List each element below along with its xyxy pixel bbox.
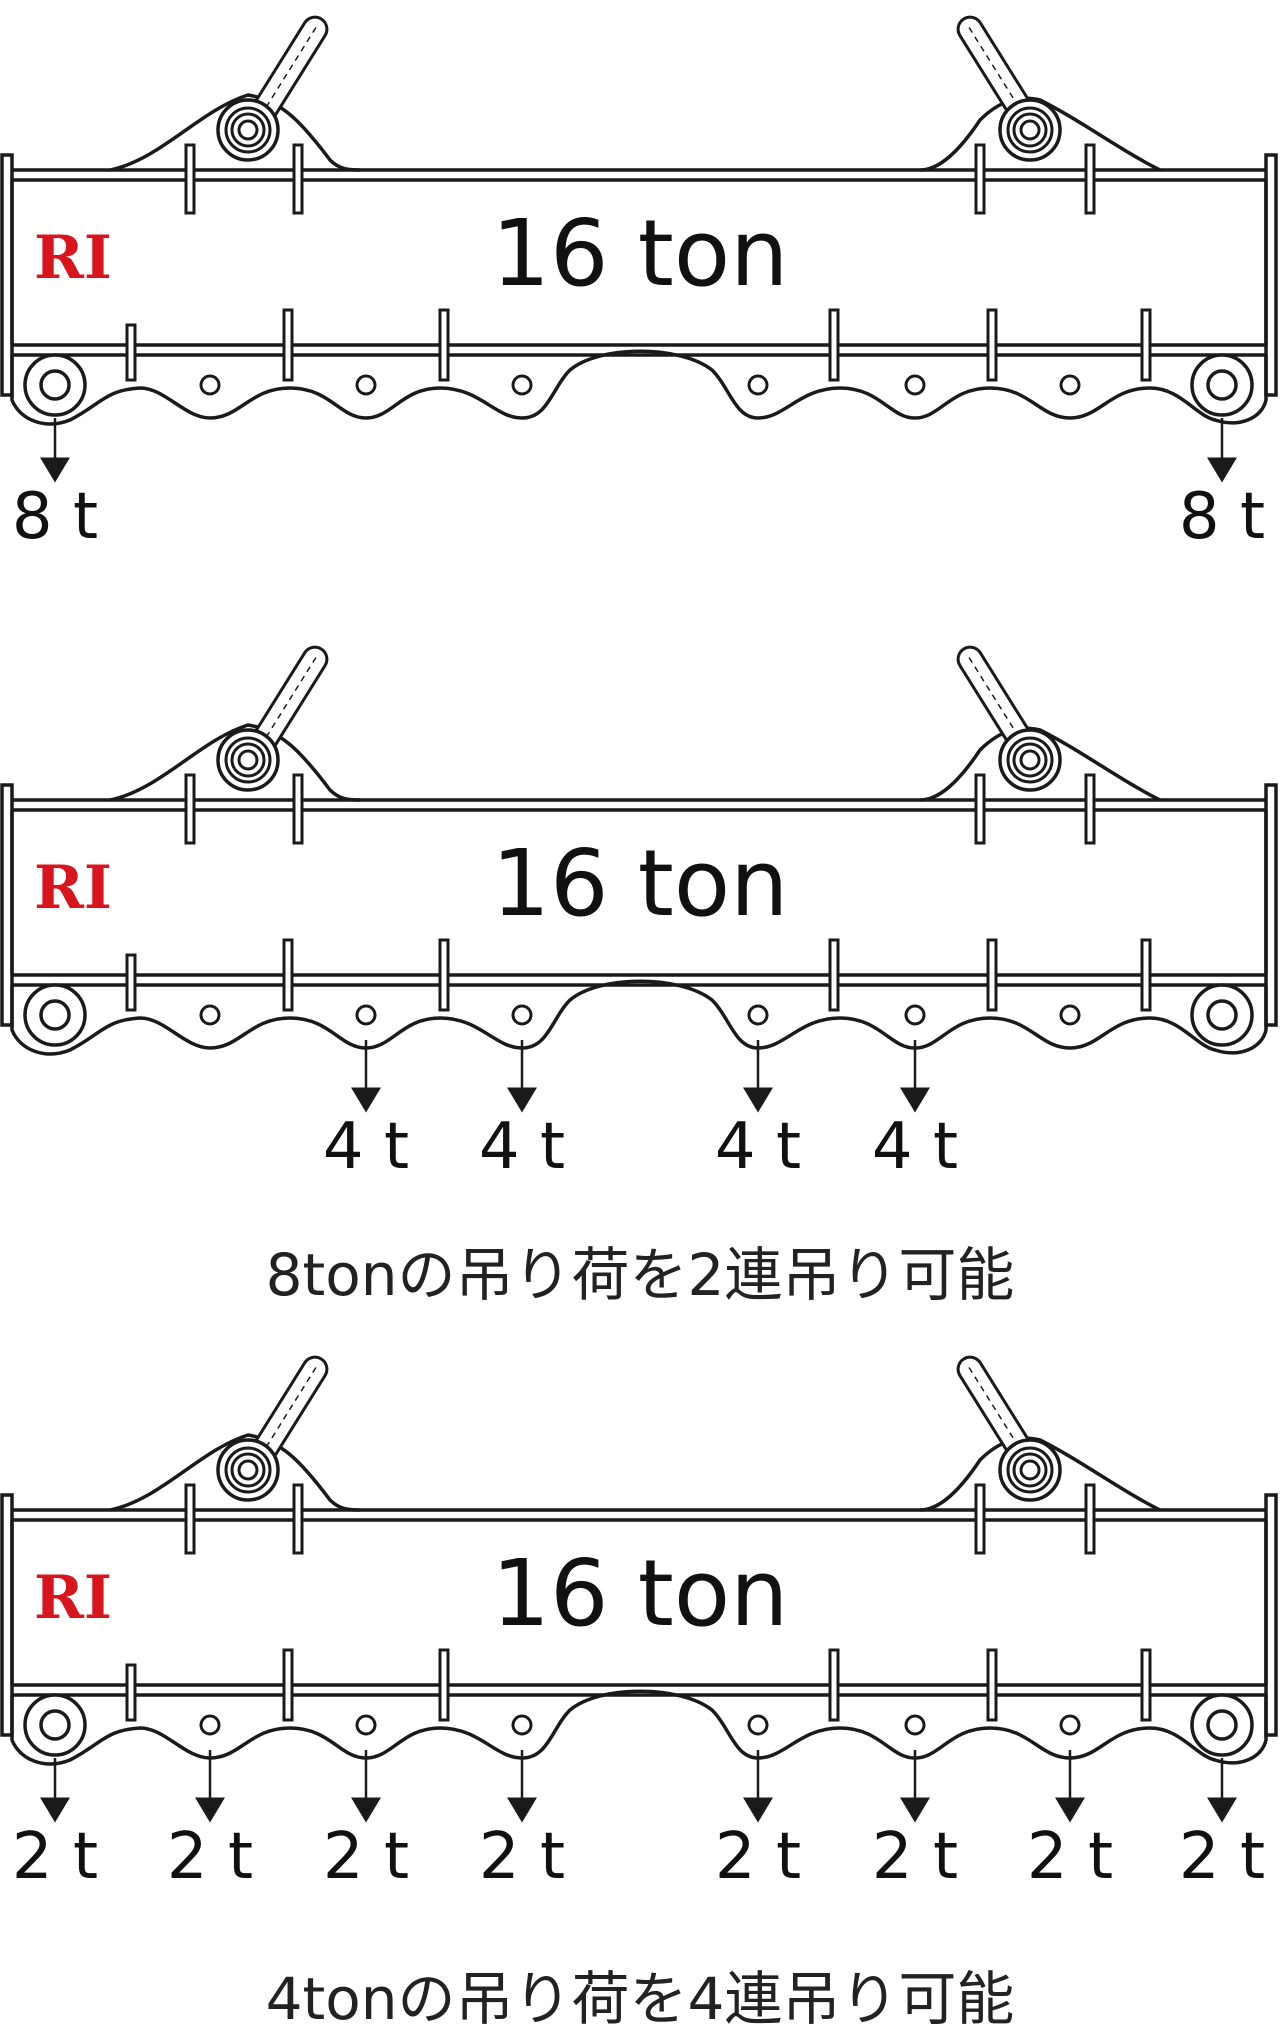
load-markers: 4 t 4 t 4 t 4 t	[323, 1040, 958, 1184]
beam-logo: RI	[34, 223, 112, 293]
load-label: 2 t	[12, 1820, 98, 1894]
load-label: 4 t	[715, 1110, 801, 1184]
beam-capacity-label: 16 ton	[492, 1540, 789, 1647]
caption-four-point-lift: 4tonの吊り荷を4連吊り可能	[265, 1965, 1015, 2033]
load-label: 8 t	[12, 480, 98, 554]
beam-capacity-label: 16 ton	[492, 200, 789, 307]
load-label: 8 t	[1179, 480, 1265, 554]
load-label: 2 t	[167, 1820, 253, 1894]
beam-diagram-2: RI 16 ton 4 t 4 t 4 t 4 t	[0, 640, 1278, 1184]
beam-capacity-label: 16 ton	[492, 830, 789, 937]
load-label: 2 t	[1027, 1820, 1113, 1894]
load-label: 2 t	[323, 1820, 409, 1894]
load-markers: 8 t 8 t	[12, 418, 1265, 554]
load-label: 2 t	[1179, 1820, 1265, 1894]
beam-diagram-3: RI 16 ton 2 t 2 t 2 t 2 t 2 t 2 t 2 t 2 t	[0, 1350, 1278, 1894]
load-label: 4 t	[323, 1110, 409, 1184]
beam-diagram-1: RI 16 ton 8 t 8 t	[0, 10, 1278, 554]
caption-two-point-lift: 8tonの吊り荷を2連吊り可能	[265, 1241, 1015, 1309]
load-label: 2 t	[872, 1820, 958, 1894]
beam-logo: RI	[34, 853, 112, 923]
load-label: 4 t	[872, 1110, 958, 1184]
load-label: 4 t	[479, 1110, 565, 1184]
load-label: 2 t	[715, 1820, 801, 1894]
load-label: 2 t	[479, 1820, 565, 1894]
beam-logo: RI	[34, 1563, 112, 1633]
load-markers: 2 t 2 t 2 t 2 t 2 t 2 t 2 t 2 t	[12, 1750, 1265, 1894]
